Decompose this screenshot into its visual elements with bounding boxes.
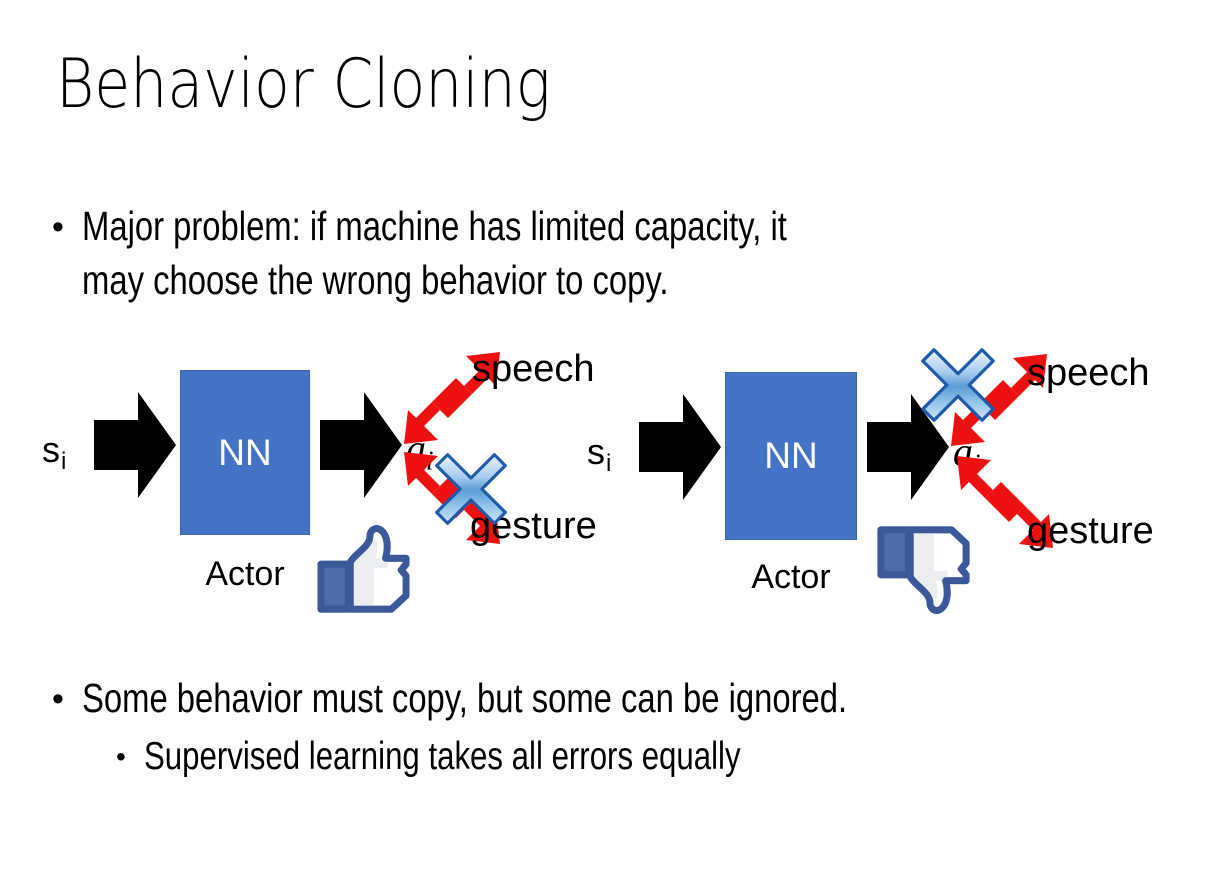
output-block-arrow-left	[320, 390, 402, 505]
mode-label-speech-right: speech	[1027, 352, 1150, 394]
output-block-arrow-right	[867, 392, 949, 507]
state-input-label-right: si	[587, 431, 612, 478]
input-block-arrow-left	[94, 390, 176, 505]
nn-box-label: NN	[218, 431, 272, 473]
bullet-list-bottom: • Some behavior must copy, but some can …	[52, 672, 1182, 782]
nn-box-right: NN	[725, 372, 857, 540]
actor-label-left: Actor	[205, 555, 285, 593]
thumbs-down-icon	[875, 520, 973, 621]
mode-label-gesture-right: gesture	[1027, 510, 1154, 552]
bullet-item: • Major problem: if machine has limited …	[52, 200, 1182, 254]
bullet-sub-text: Supervised learning takes all errors equ…	[144, 735, 741, 778]
bullet-subitem: • Supervised learning takes all errors e…	[116, 732, 1182, 782]
bullet-text-line-1: Major problem: if machine has limited ca…	[82, 203, 787, 249]
bullet-item: • Some behavior must copy, but some can …	[52, 672, 1182, 726]
thumbs-up-icon	[315, 525, 413, 622]
mode-label-speech-left: speech	[472, 348, 595, 390]
bullet-text-line-1: Some behavior must copy, but some can be…	[82, 675, 848, 721]
input-block-arrow-right	[639, 392, 721, 507]
diagram-panel-right: si NN Actor ˆ ai	[565, 340, 1165, 640]
gesture-branch-arrow-right	[955, 452, 1055, 557]
page-title: Behavior Cloning	[56, 45, 551, 124]
bullet-list-top: • Major problem: if machine has limited …	[52, 200, 1182, 307]
bullet-marker-icon: •	[52, 680, 64, 718]
diagram-panel-left: si NN Actor ˆ ai	[20, 340, 620, 640]
bullet-sub-marker-icon: •	[116, 741, 126, 772]
bullet-text-line-2: may choose the wrong behavior to copy.	[82, 257, 669, 303]
bullet-item-continuation: may choose the wrong behavior to copy.	[52, 254, 1182, 307]
speech-branch-arrow-left	[402, 348, 502, 453]
nn-box-label: NN	[764, 435, 818, 476]
cross-out-icon-gesture-left	[432, 450, 510, 533]
cross-out-icon-speech-right	[918, 345, 998, 430]
bullet-marker-icon: •	[52, 208, 64, 246]
actor-label-right: Actor	[751, 558, 831, 596]
nn-box-left: NN	[180, 370, 310, 535]
state-input-label-left: si	[42, 429, 67, 476]
